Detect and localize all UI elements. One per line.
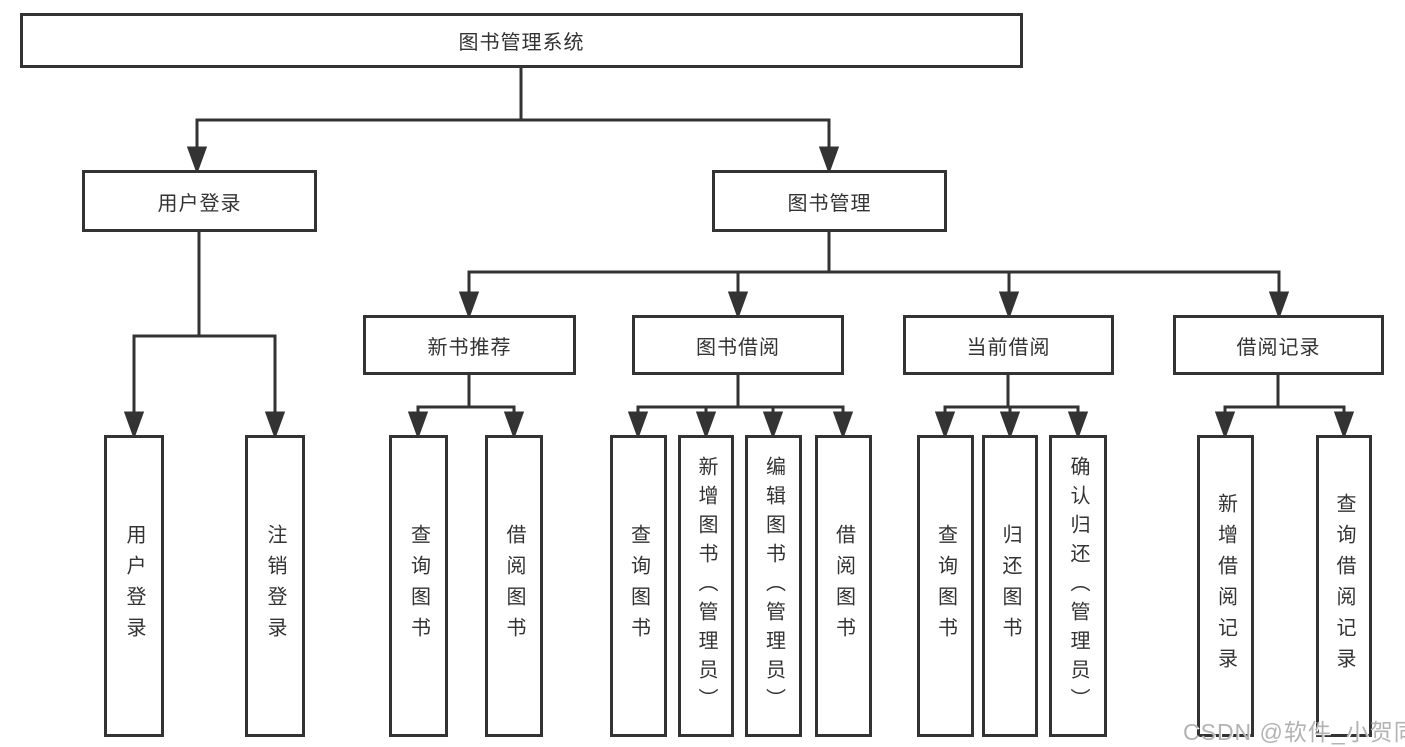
- node-current-borrowing: 当前借阅: [903, 315, 1114, 375]
- leaf-query-books-borrow: 查询图书: [610, 435, 667, 737]
- node-borrowing-records: 借阅记录: [1173, 315, 1384, 375]
- node-label: 用户登录: [157, 192, 242, 215]
- node-label: 当前借阅: [966, 336, 1051, 359]
- leaf-label: 查询借阅记录: [1333, 493, 1355, 679]
- node-book-borrowing: 图书借阅: [632, 315, 844, 375]
- leaf-query-books-recommend: 查询图书: [389, 435, 448, 737]
- leaf-label: 确认归还（管理员）: [1067, 455, 1089, 717]
- node-book-management: 图书管理: [712, 170, 947, 232]
- leaf-add-book-admin: 新增图书（管理员）: [678, 435, 734, 737]
- node-label: 借阅记录: [1236, 336, 1321, 359]
- leaf-borrow-books-recommend: 借阅图书: [485, 435, 543, 737]
- leaf-label: 注销登录: [264, 524, 286, 648]
- node-label: 图书管理系统: [458, 32, 585, 54]
- leaf-query-books-current: 查询图书: [917, 435, 974, 737]
- leaf-label: 查询图书: [407, 524, 430, 648]
- node-user-login: 用户登录: [82, 170, 317, 232]
- leaf-label: 查询图书: [627, 524, 650, 648]
- node-new-book-recommendation: 新书推荐: [363, 315, 576, 375]
- leaf-label: 编辑图书（管理员）: [762, 455, 785, 717]
- leaf-borrow-books: 借阅图书: [815, 435, 872, 737]
- node-book-management-system: 图书管理系统: [20, 13, 1023, 68]
- leaf-label: 新增图书（管理员）: [695, 455, 717, 717]
- leaf-logout: 注销登录: [245, 435, 305, 737]
- leaf-label: 借阅图书: [503, 524, 525, 648]
- leaf-label: 用户登录: [123, 524, 145, 648]
- node-label: 图书借阅: [696, 336, 780, 359]
- leaf-label: 新增借阅记录: [1214, 493, 1237, 679]
- node-label: 图书管理: [787, 192, 872, 215]
- node-label: 新书推荐: [427, 336, 512, 359]
- leaf-return-book: 归还图书: [982, 435, 1038, 737]
- leaf-confirm-return-admin: 确认归还（管理员）: [1049, 435, 1107, 737]
- leaf-user-login: 用户登录: [104, 435, 164, 737]
- leaf-label: 借阅图书: [832, 524, 855, 648]
- csdn-watermark: CSDN @软件_小贺同学: [1183, 719, 1405, 745]
- leaf-query-borrow-record: 查询借阅记录: [1316, 435, 1372, 737]
- leaf-add-borrow-record: 新增借阅记录: [1197, 435, 1254, 737]
- leaf-label: 归还图书: [999, 524, 1021, 648]
- leaf-edit-book-admin: 编辑图书（管理员）: [745, 435, 802, 737]
- leaf-label: 查询图书: [934, 524, 957, 648]
